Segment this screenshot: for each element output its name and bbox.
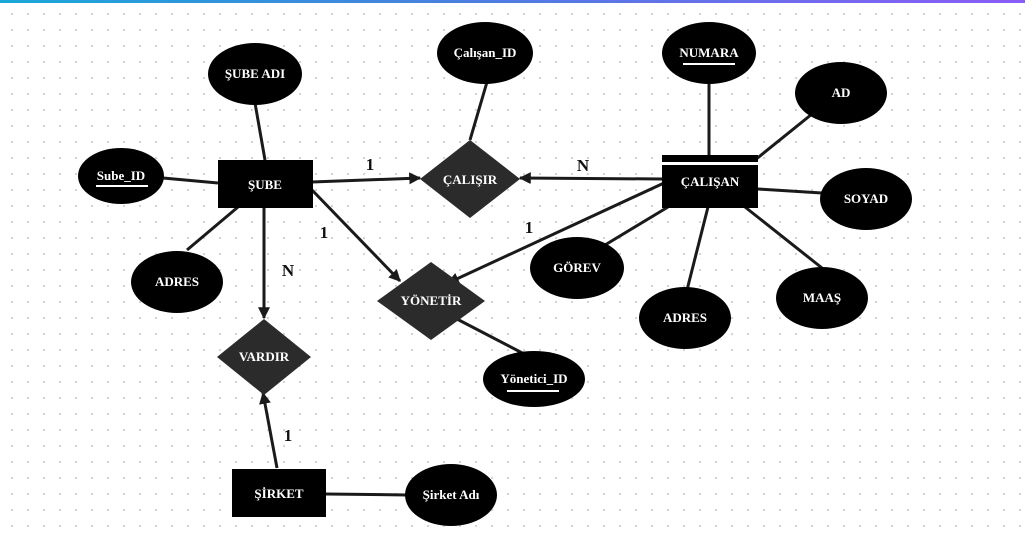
entity-calisan-label: ÇALIŞAN — [681, 174, 740, 189]
cardinality-sube-vardir: N — [282, 261, 295, 280]
primary-key-underline — [507, 390, 559, 392]
cardinality-calisan-calisir: N — [577, 156, 590, 175]
attribute-calisan-id-label: Çalışan_ID — [454, 45, 517, 60]
relationship-calisir-label: ÇALIŞIR — [443, 172, 498, 187]
attribute-sube-adi[interactable]: ŞUBE ADI — [208, 43, 302, 105]
attribute-soyad[interactable]: SOYAD — [820, 168, 912, 230]
edge-sube-subeid — [162, 176, 219, 185]
attribute-sube-adres-label: ADRES — [155, 274, 199, 289]
attribute-yonetici-id[interactable]: Yönetici_ID — [483, 351, 585, 407]
cardinality-sirket-vardir: 1 — [284, 426, 293, 445]
cardinality-sube-calisir: 1 — [366, 155, 375, 174]
entity-sirket[interactable]: ŞİRKET — [232, 469, 326, 517]
edge-sube-adres — [186, 205, 239, 252]
edge-sirket-vardir — [259, 391, 279, 469]
edge-sube-calisir — [311, 172, 422, 185]
relationship-yonetir-label: YÖNETİR — [401, 293, 462, 308]
cardinality-sube-yonetir: 1 — [320, 223, 329, 242]
edges — [162, 81, 823, 497]
relationship-yonetir[interactable]: YÖNETİR — [377, 262, 485, 340]
attribute-sube-adi-label: ŞUBE ADI — [225, 66, 285, 81]
attribute-maas-label: MAAŞ — [803, 290, 841, 305]
edge-calisanid-calisir — [468, 81, 489, 141]
edge-calisan-maas — [744, 205, 823, 270]
cardinality-calisan-yonetir: 1 — [525, 218, 534, 237]
edge-sube-subeadi — [253, 102, 267, 161]
attribute-yonetici-id-label: Yönetici_ID — [500, 371, 567, 386]
edge-yonetir-yoneticiid — [454, 316, 531, 359]
entity-sube[interactable]: ŞUBE — [218, 160, 313, 208]
attribute-sube-adres[interactable]: ADRES — [131, 251, 223, 313]
edge-calisan-calisir — [518, 172, 663, 185]
entity-calisan[interactable]: ÇALIŞAN — [662, 155, 758, 208]
relationship-calisir[interactable]: ÇALIŞIR — [420, 140, 520, 218]
edge-calisan-adres — [685, 206, 710, 291]
attribute-numara-label: NUMARA — [679, 45, 739, 60]
edge-sirket-sirketadi — [325, 492, 409, 497]
entity-sirket-label: ŞİRKET — [254, 486, 303, 501]
top-accent-bar — [0, 0, 1025, 3]
attribute-sube-id-label: Sube_ID — [97, 168, 145, 183]
edge-calisan-ad — [754, 112, 813, 162]
primary-key-underline — [96, 185, 148, 187]
relationship-vardir[interactable]: VARDIR — [217, 319, 311, 395]
edge-calisan-soyad — [757, 187, 823, 195]
attribute-gorev-label: GÖREV — [553, 260, 601, 275]
edge-calisan-gorev — [604, 205, 669, 247]
attribute-numara[interactable]: NUMARA — [662, 22, 756, 84]
attribute-maas[interactable]: MAAŞ — [776, 267, 868, 329]
attribute-sirket-adi-label: Şirket Adı — [423, 487, 480, 502]
attribute-calisan-id[interactable]: Çalışan_ID — [437, 22, 533, 84]
relationship-vardir-label: VARDIR — [239, 349, 290, 364]
primary-key-underline — [683, 63, 735, 65]
attribute-ad[interactable]: AD — [795, 62, 887, 124]
attribute-gorev[interactable]: GÖREV — [530, 237, 624, 299]
attribute-sube-id[interactable]: Sube_ID — [78, 148, 164, 204]
edge-sube-yonetir — [310, 188, 402, 283]
entity-sube-label: ŞUBE — [248, 177, 282, 192]
attribute-soyad-label: SOYAD — [844, 191, 888, 206]
attribute-ad-label: AD — [832, 85, 851, 100]
attribute-sirket-adi[interactable]: Şirket Adı — [405, 464, 497, 526]
attribute-calisan-adres[interactable]: ADRES — [639, 287, 731, 349]
edge-calisan-yonetir — [446, 181, 665, 285]
attribute-calisan-adres-label: ADRES — [663, 310, 707, 325]
